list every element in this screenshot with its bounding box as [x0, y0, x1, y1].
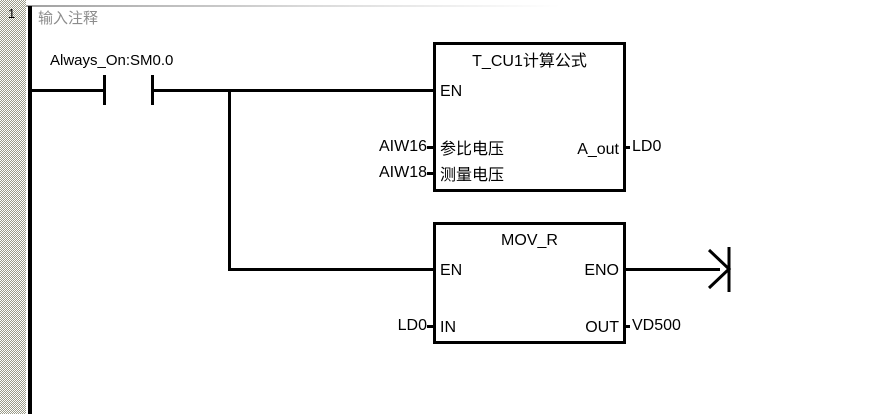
top-separator-rule: [0, 5, 871, 7]
block2-out-stub: [623, 325, 630, 328]
branch-vertical-wire: [228, 89, 231, 271]
block2-pin-en: EN: [440, 262, 463, 279]
wire-branch-to-block2-en: [228, 268, 435, 271]
wire-contact-to-branch: [154, 89, 231, 92]
contact-left-bar[interactable]: [103, 75, 106, 105]
block2-in-operand[interactable]: LD0: [397, 317, 427, 334]
network-gutter-top: [0, 0, 26, 5]
function-block-mov-r[interactable]: MOV_R EN ENO IN OUT: [433, 222, 626, 344]
function-block-t-cu1[interactable]: T_CU1计算公式 EN 参比电压 测量电压 A_out: [433, 42, 626, 192]
block1-pin-en: EN: [440, 83, 463, 100]
block2-pin-in: IN: [440, 319, 456, 336]
block1-in1-stub: [427, 146, 434, 149]
network-gutter[interactable]: [0, 0, 26, 414]
block1-pin-in1: 参比电压: [440, 141, 505, 158]
block1-in1-operand[interactable]: AIW16: [378, 138, 427, 155]
power-rail: [28, 6, 32, 414]
network-comment[interactable]: 输入注释: [38, 10, 99, 27]
wire-rail-to-contact: [31, 89, 105, 92]
block2-out-operand[interactable]: VD500: [632, 317, 681, 334]
wire-eno-to-terminator: [624, 268, 720, 271]
block2-in-stub: [427, 325, 434, 328]
block1-aout-stub: [623, 146, 630, 149]
block1-pin-in2: 测量电压: [440, 167, 505, 184]
block2-pin-out: OUT: [585, 319, 619, 336]
block1-pin-aout: A_out: [577, 141, 619, 158]
function-block-title: MOV_R: [501, 232, 558, 249]
network-number-label: 1: [8, 6, 16, 21]
wire-branch-to-block1-en: [228, 89, 435, 92]
contact-label[interactable]: Always_On:SM0.0: [50, 52, 174, 69]
block1-in2-stub: [427, 172, 434, 175]
block1-aout-operand[interactable]: LD0: [632, 138, 662, 155]
block1-in2-operand[interactable]: AIW18: [378, 164, 427, 181]
contact-right-bar[interactable]: [151, 75, 154, 105]
block2-pin-eno: ENO: [584, 262, 619, 279]
function-block-title: T_CU1计算公式: [472, 53, 587, 70]
rung-terminator-arrow: [705, 246, 739, 294]
terminator-arrow-icon: [707, 247, 732, 292]
